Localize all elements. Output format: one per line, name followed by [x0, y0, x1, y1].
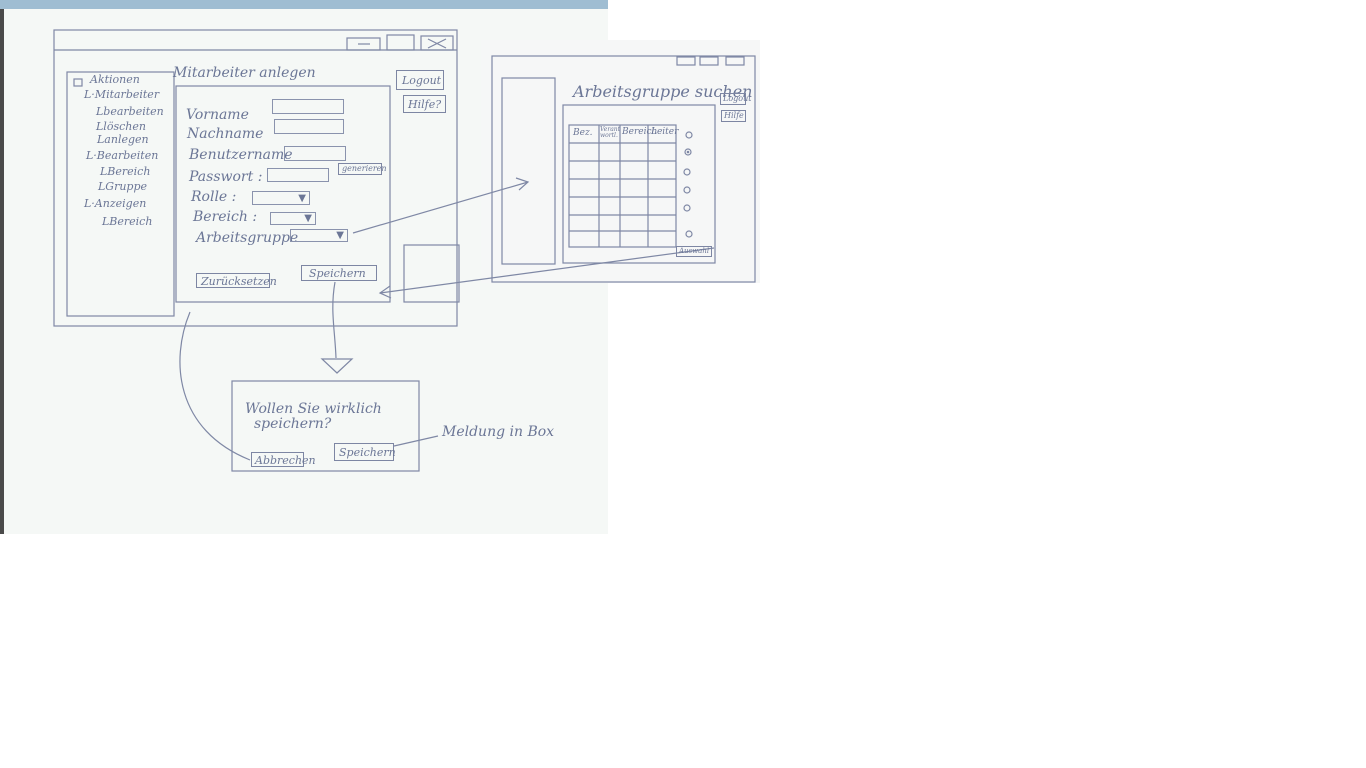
- form-panel-frame: [175, 85, 391, 303]
- scan-top-strip: [0, 0, 608, 9]
- tree-item[interactable]: Lanlegen: [97, 133, 149, 146]
- arbeitsgruppe-label: Arbeitsgruppe: [196, 230, 299, 246]
- page-title: Mitarbeiter anlegen: [173, 65, 316, 81]
- tree-item[interactable]: Llöschen: [96, 120, 146, 133]
- arrow-cancel-back: [179, 311, 251, 461]
- reset-button[interactable]: Zurücksetzen: [196, 273, 277, 288]
- benutzername-label: Benutzername: [189, 147, 293, 163]
- save-label: Speichern: [309, 267, 366, 280]
- arrow-to-search: [352, 181, 529, 234]
- annotation-line: [393, 435, 439, 447]
- scan-left-edge: [0, 9, 4, 534]
- chevron-down-icon: ▼: [336, 230, 344, 241]
- chevron-down-icon: ▼: [298, 193, 306, 204]
- arbeitsgruppe-select[interactable]: ▼: [290, 229, 348, 242]
- rolle-label: Rolle :: [191, 189, 237, 205]
- benutzername-input[interactable]: [284, 146, 346, 161]
- search-logout-label: Logout: [723, 94, 752, 103]
- confirm-box-frame: [231, 380, 420, 472]
- search-window-frame: [491, 55, 756, 283]
- vorname-input[interactable]: [272, 99, 344, 114]
- reset-label: Zurücksetzen: [201, 275, 277, 288]
- tree-item[interactable]: L·Anzeigen: [84, 197, 147, 210]
- table-header: Leiter: [651, 127, 679, 137]
- generate-button[interactable]: generieren: [338, 163, 387, 175]
- tree-item[interactable]: LGruppe: [98, 180, 148, 193]
- confirm-save-button[interactable]: Speichern: [334, 443, 396, 461]
- tree-item[interactable]: L·Mitarbeiter: [84, 88, 160, 101]
- cancel-button[interactable]: Abbrechen: [251, 452, 316, 467]
- rolle-select[interactable]: ▼: [252, 191, 310, 205]
- tree-item[interactable]: LBereich: [102, 215, 153, 228]
- select-button[interactable]: Auswahl: [676, 246, 712, 257]
- chevron-down-icon: ▼: [304, 213, 312, 224]
- vorname-label: Vorname: [186, 107, 249, 123]
- bereich-label: Bereich :: [193, 209, 258, 225]
- search-help-button[interactable]: Hilfe: [721, 110, 746, 122]
- arrow-to-confirm: [332, 281, 337, 359]
- table-header: Verant wortl.: [600, 126, 621, 139]
- annotation-text: Meldung in Box: [442, 424, 555, 440]
- passwort-input[interactable]: [267, 168, 329, 182]
- help-button[interactable]: Hilfe?: [403, 95, 446, 113]
- logout-button[interactable]: Logout: [396, 70, 444, 90]
- search-window-title: Arbeitsgruppe suchen: [573, 82, 753, 101]
- select-label: Auswahl: [679, 247, 710, 255]
- search-help-label: Hilfe: [724, 111, 744, 120]
- cancel-label: Abbrechen: [255, 454, 316, 467]
- passwort-label: Passwort :: [189, 169, 263, 185]
- nachname-input[interactable]: [274, 119, 344, 134]
- confirm-message-line1: Wollen Sie wirklich: [245, 401, 382, 417]
- help-label: Hilfe?: [408, 98, 442, 111]
- tree-root: Aktionen: [90, 73, 140, 86]
- arrow-back-to-form: [379, 247, 715, 294]
- tree-item[interactable]: Lbearbeiten: [96, 105, 164, 118]
- table-header: Bez.: [573, 128, 593, 138]
- main-window-frame: [53, 29, 458, 327]
- tree-item[interactable]: LBereich: [100, 165, 151, 178]
- confirm-save-label: Speichern: [339, 446, 396, 459]
- table-header: Bereich: [622, 127, 658, 137]
- nachname-label: Nachname: [187, 126, 264, 142]
- tree-panel-frame: [66, 71, 175, 317]
- tree-item[interactable]: L·Bearbeiten: [86, 149, 159, 162]
- confirm-message-line2: speichern?: [254, 416, 332, 432]
- generate-label: generieren: [342, 164, 387, 173]
- search-logout-button[interactable]: Logout: [720, 93, 751, 105]
- save-button[interactable]: Speichern: [301, 265, 377, 281]
- bereich-select[interactable]: ▼: [270, 212, 316, 225]
- logout-label: Logout: [402, 74, 442, 87]
